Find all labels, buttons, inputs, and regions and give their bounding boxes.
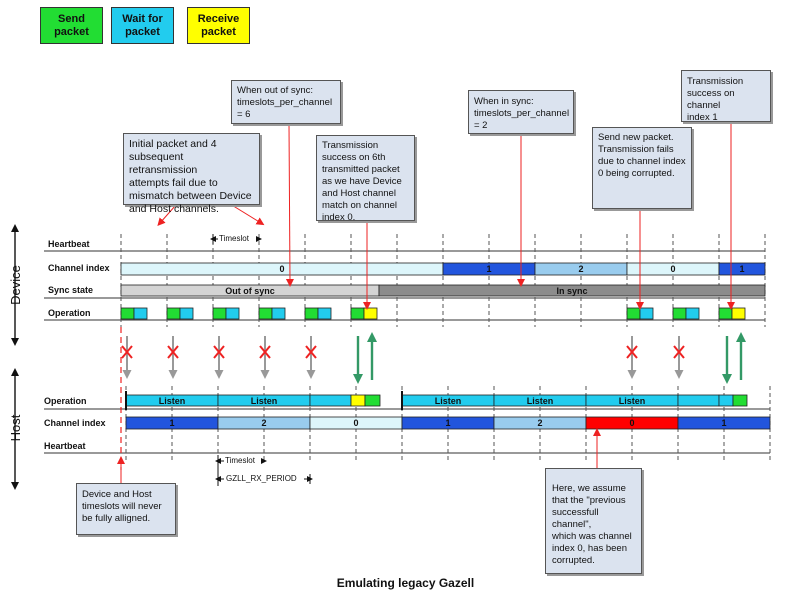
- device-op-wait-block: [639, 307, 654, 320]
- diagram-title: Emulating legacy Gazell: [336, 576, 475, 590]
- host-op-listen-label: Listen: [251, 396, 278, 406]
- host-op-receive-block: [350, 394, 366, 407]
- device-channel-segment-label: 0: [279, 264, 284, 274]
- host-heartbeat-label: Heartbeat: [44, 441, 86, 451]
- host-channel-segment: [677, 416, 771, 430]
- device-op-send-block: [212, 307, 227, 320]
- host-op-send-block: [364, 394, 381, 407]
- host-channel-segment-label: 1: [445, 418, 450, 428]
- device-heartbeat-label: Heartbeat: [48, 239, 90, 249]
- host-channel-segment-label: 1: [169, 418, 174, 428]
- host-channel-segment-label: 2: [261, 418, 266, 428]
- callout-success-6th: Transmission success on 6th transmitted …: [316, 135, 415, 223]
- host-channel-segment-label: 1: [721, 418, 726, 428]
- host-op-send-block: [732, 394, 748, 407]
- host-timeslot-label: Timeslot: [225, 456, 256, 465]
- host-op-listen-block: [309, 394, 352, 407]
- host-rx-period-bg: [224, 473, 304, 483]
- failed-x-mark: [305, 345, 317, 359]
- device-op-send-block: [166, 307, 181, 320]
- host-channel-segment-label: 0: [353, 418, 358, 428]
- callout-never-alligned: Device and Host timeslots will never be …: [76, 483, 176, 535]
- device-op-receive-block: [731, 307, 746, 320]
- host-op-listen-label: Listen: [435, 396, 462, 406]
- host-rx-period-label: GZLL_RX_PERIOD: [226, 474, 297, 483]
- device-op-send-block: [718, 307, 733, 320]
- callout-assume-corrupted: Here, we assume that the "previous succe…: [545, 468, 642, 574]
- device-op-receive-block: [363, 307, 378, 320]
- host-label: Host: [8, 414, 23, 441]
- callout-out-of-sync: When out of sync: timeslots_per_channel …: [231, 80, 341, 124]
- failed-x-mark: [121, 345, 133, 359]
- host-op-listen-block: [677, 394, 720, 407]
- failed-x-mark: [626, 345, 638, 359]
- device-channel-segment-label: 1: [739, 264, 744, 274]
- failed-x-mark: [167, 345, 179, 359]
- legend-send-packet: Send packet: [40, 7, 103, 44]
- callout-in-sync: When in sync: timeslots_per_channel = 2: [468, 90, 574, 134]
- callout-success-channel-1: Transmission success on channel index 1: [681, 70, 771, 123]
- host-op-listen-block: [718, 394, 734, 407]
- sync-out-of-sync-label: Out of sync: [225, 286, 275, 296]
- host-channel-segment-label: 2: [537, 418, 542, 428]
- device-channel-index-label: Channel index: [48, 263, 110, 273]
- device-channel-segment-label: 0: [670, 264, 675, 274]
- failed-x-mark: [673, 345, 685, 359]
- failed-x-mark: [213, 345, 225, 359]
- sync-in-sync-label: In sync: [556, 286, 587, 296]
- host-timeslot-label-bg: [224, 455, 261, 465]
- device-op-send-block: [350, 307, 365, 320]
- host-op-listen-label: Listen: [527, 396, 554, 406]
- device-channel-segment-label: 1: [486, 264, 491, 274]
- sync-in-sync-bar: [378, 284, 766, 297]
- device-op-wait-block: [133, 307, 148, 320]
- device-op-send-block: [304, 307, 319, 320]
- device-label: Device: [8, 265, 23, 305]
- host-channel-segment-label: 0: [629, 418, 634, 428]
- callout-pointer: [285, 123, 294, 287]
- device-op-wait-block: [685, 307, 700, 320]
- host-op-listen-label: Listen: [619, 396, 646, 406]
- host-operation-label: Operation: [44, 396, 87, 406]
- device-op-send-block: [258, 307, 273, 320]
- device-timeslot-label-bg: [218, 233, 256, 243]
- device-sync-state-label: Sync state: [48, 285, 93, 295]
- callout-initial-packet: Initial packet and 4 subsequent retransm…: [123, 133, 260, 215]
- legend-wait-for-packet: Wait for packet: [111, 7, 174, 44]
- device-op-wait-block: [179, 307, 194, 320]
- device-timeslot-label: Timeslot: [219, 234, 250, 243]
- device-op-wait-block: [225, 307, 240, 320]
- device-op-wait-block: [317, 307, 332, 320]
- device-operation-label: Operation: [48, 308, 91, 318]
- failed-x-mark: [259, 345, 271, 359]
- device-channel-segment-label: 2: [578, 264, 583, 274]
- device-op-send-block: [672, 307, 687, 320]
- host-channel-index-label: Channel index: [44, 418, 106, 428]
- legend-receive-packet: Receive packet: [187, 7, 250, 44]
- device-op-wait-block: [271, 307, 286, 320]
- device-op-send-block: [626, 307, 641, 320]
- host-op-listen-label: Listen: [159, 396, 186, 406]
- device-op-send-block: [120, 307, 135, 320]
- callout-send-new-packet: Send new packet. Transmission fails due …: [592, 127, 692, 209]
